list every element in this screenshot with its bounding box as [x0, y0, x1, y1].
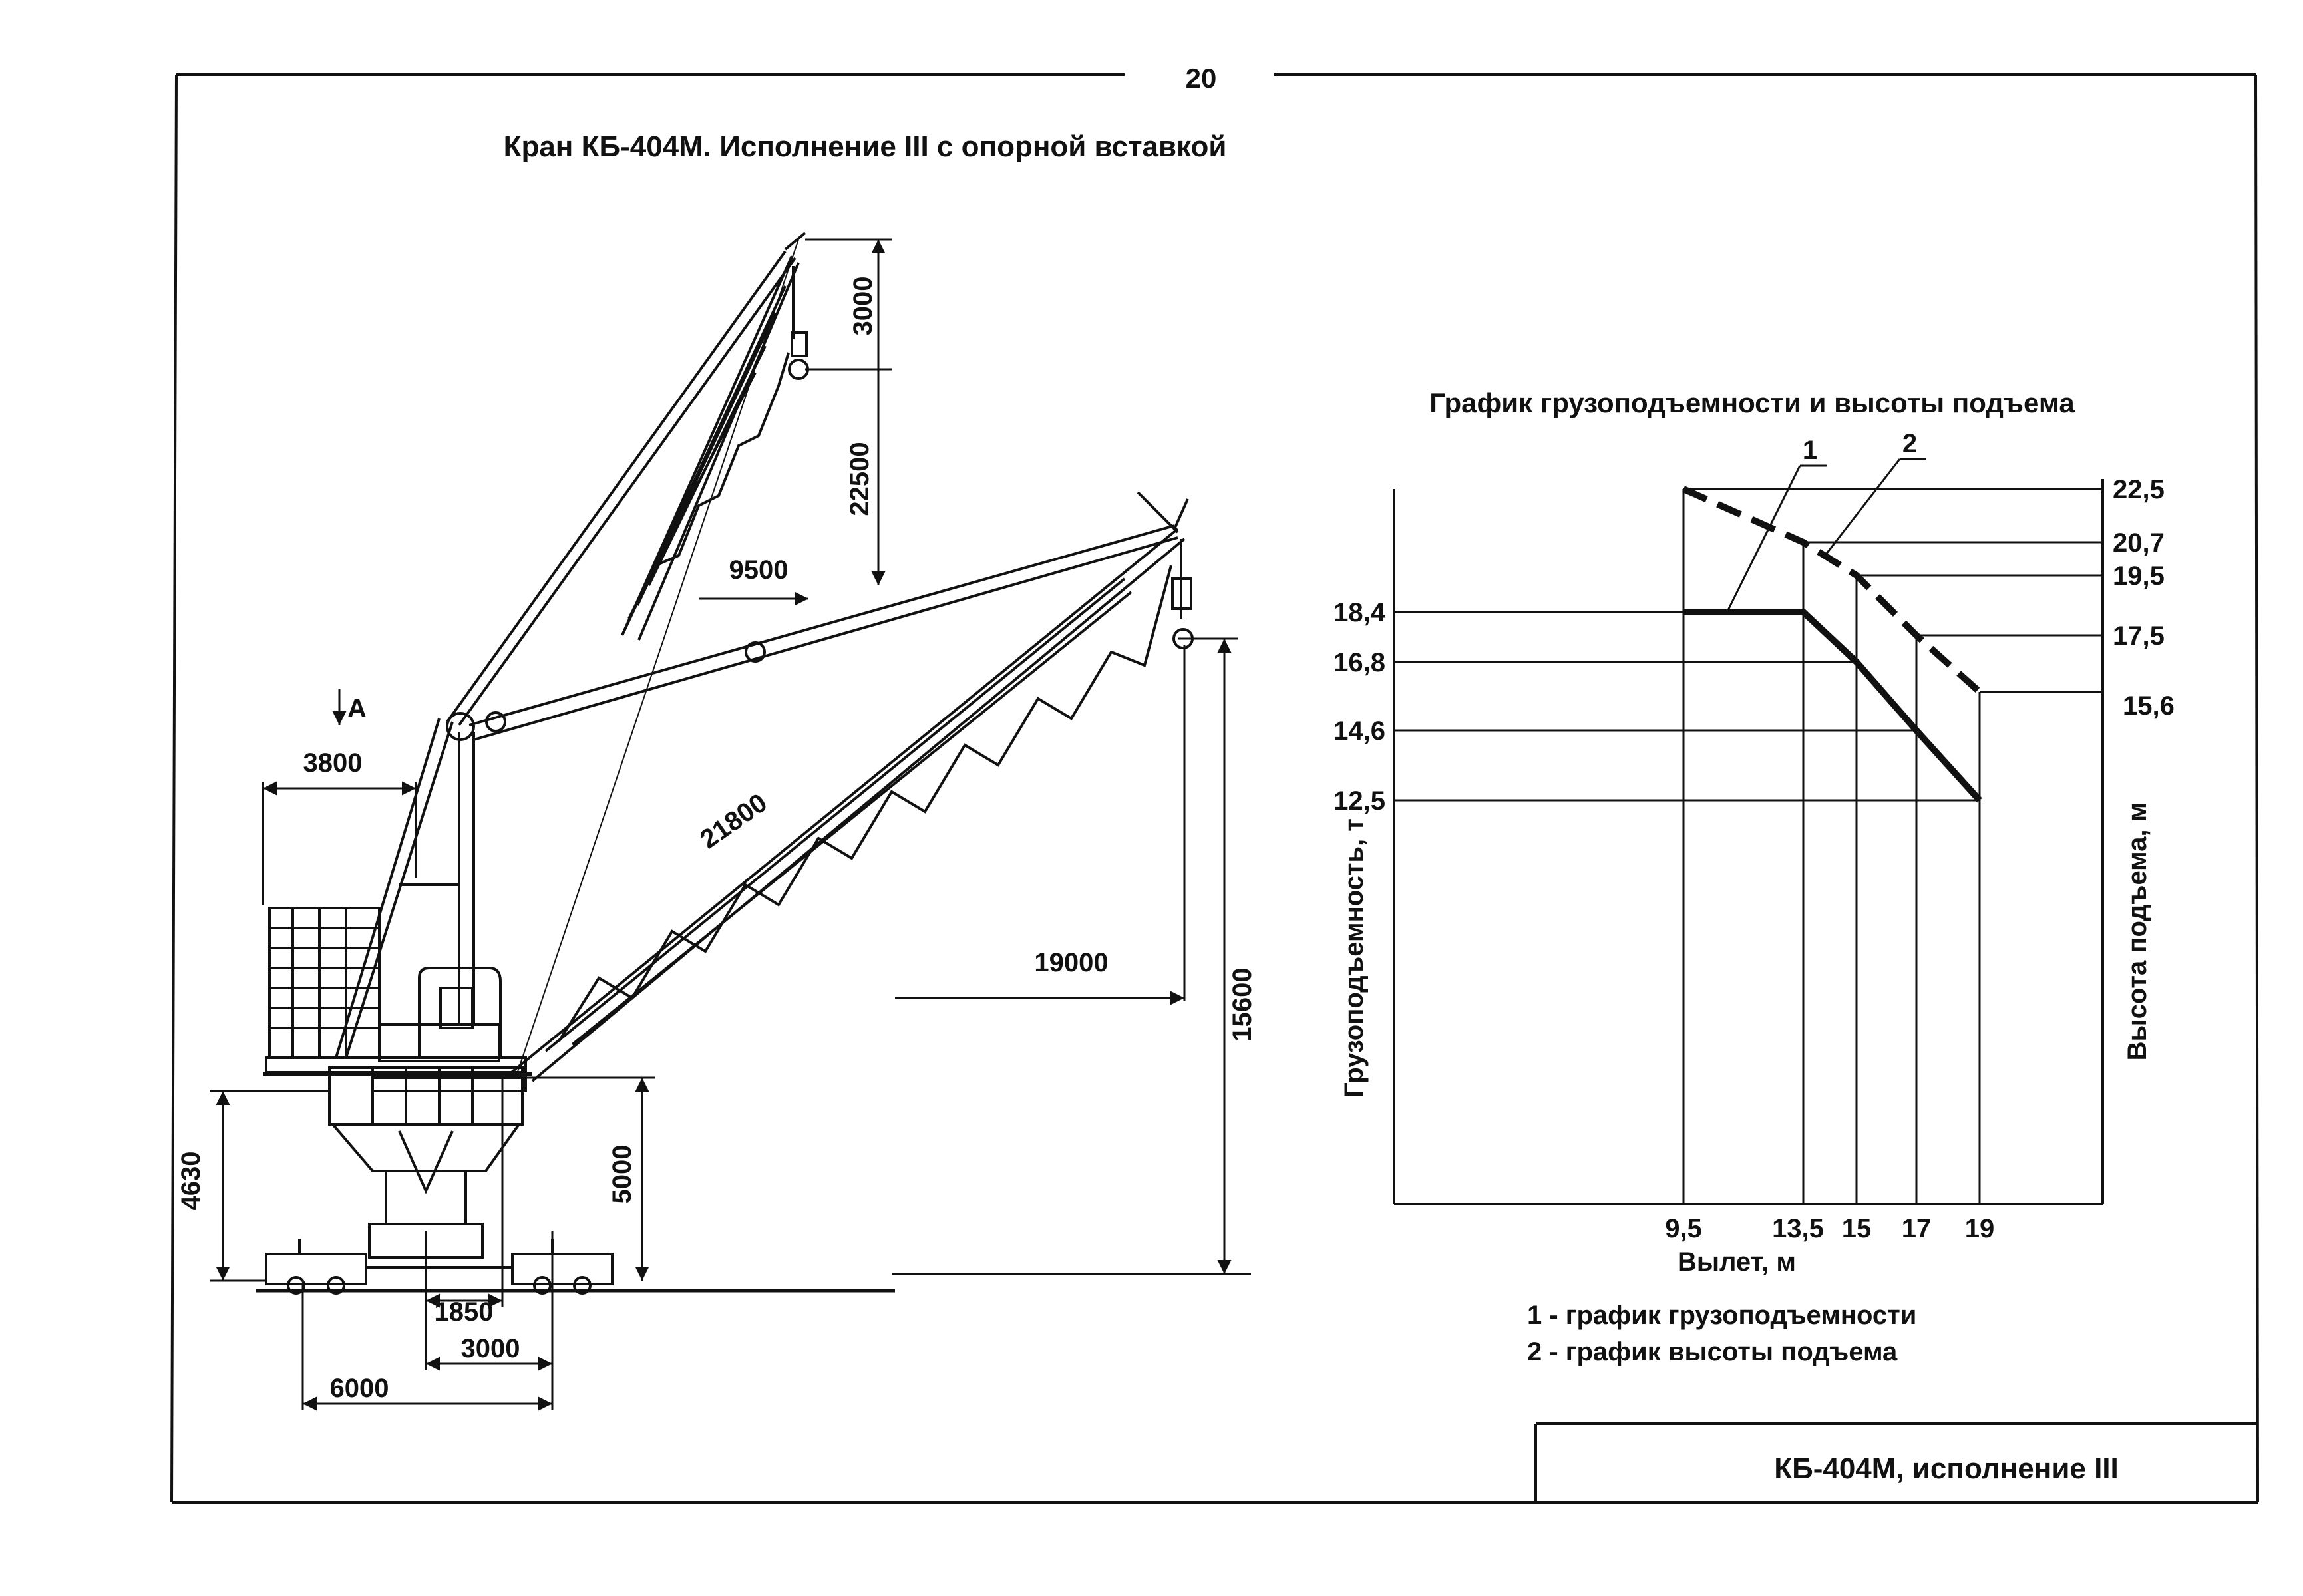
- y-right-tick-label: 17,5: [2113, 621, 2165, 651]
- series-load-curve: [1683, 609, 1982, 803]
- chart-series: [1682, 486, 1982, 803]
- y-left-label: Грузоподъемность, т: [1339, 818, 1369, 1098]
- x-axis-label: Вылет, м: [1678, 1247, 1796, 1277]
- y-right-label: Высота подъема, м: [2123, 802, 2152, 1061]
- y-left-tick-label: 12,5: [1333, 786, 1385, 816]
- x-tick-label: 9,5: [1665, 1214, 1702, 1243]
- dim-track-gauge: 3000: [461, 1334, 520, 1363]
- portal-base: [328, 1066, 527, 1259]
- legend-entry-1: 1 - график грузоподъемности: [1527, 1301, 1916, 1330]
- counterweight: [268, 907, 381, 1059]
- legend-entry-2: 2 - график высоты подъема: [1527, 1337, 1898, 1366]
- title-block-text: КБ-404М, исполнение III: [1774, 1452, 2119, 1485]
- dim-portal-height: 4630: [176, 1152, 206, 1211]
- series-label-1: 1: [1803, 436, 1817, 465]
- crane-dimension-lines: [210, 238, 1251, 1411]
- crane-drawing: [256, 232, 1194, 1295]
- dim-outreach-short: 9500: [729, 556, 789, 585]
- y-right-tick-label: 19,5: [2113, 561, 2165, 591]
- y-left-tick-label: 14,6: [1333, 717, 1385, 746]
- drawing-title: Кран КБ-404М. Исполнение III с опорной в…: [504, 130, 1227, 163]
- dim-tail-radius: 3800: [303, 748, 363, 778]
- series-label-2-leader: [1823, 458, 1901, 557]
- series-height-curve: [1682, 486, 1982, 695]
- series-label-1-leader: [1727, 465, 1801, 610]
- luffed-boom: [468, 491, 1194, 1082]
- y-right-tick-label: 15,6: [2123, 691, 2175, 720]
- x-tick-label: 19: [1965, 1214, 1995, 1243]
- title-block: [1534, 1422, 2256, 1502]
- y-left-tick-label: 18,4: [1333, 598, 1386, 627]
- series-label-2: 2: [1902, 429, 1917, 458]
- view-marker-a: А: [347, 694, 367, 723]
- y-left-tick-label: 16,8: [1333, 648, 1385, 677]
- dim-outreach-long: 19000: [1034, 948, 1108, 977]
- chart-title: График грузоподъемности и высоты подъема: [1429, 387, 2075, 418]
- dim-insert-height: 5000: [608, 1145, 637, 1204]
- x-tick-label: 13,5: [1772, 1214, 1824, 1243]
- chart-grid: [1394, 488, 2103, 1204]
- y-right-tick-label: 20,7: [2113, 528, 2165, 558]
- dim-top-height: 3000: [848, 277, 878, 336]
- y-right-tick-label: 22,5: [2113, 475, 2165, 504]
- dim-boom-length: 21800: [695, 788, 772, 854]
- x-tick-label: 17: [1902, 1214, 1932, 1243]
- dim-track-inner: 1850: [435, 1297, 494, 1327]
- page-number: 20: [1186, 63, 1217, 94]
- mast: [335, 712, 475, 1058]
- dim-mid-height: 22500: [845, 442, 874, 516]
- sheet-frame: [170, 73, 2259, 1504]
- dim-hook-height-low: 15600: [1228, 967, 1257, 1041]
- raised-boom: [446, 232, 809, 1078]
- rail-bogies: [265, 1239, 614, 1295]
- x-tick-label: 15: [1842, 1214, 1872, 1243]
- dim-base-width: 6000: [330, 1374, 389, 1403]
